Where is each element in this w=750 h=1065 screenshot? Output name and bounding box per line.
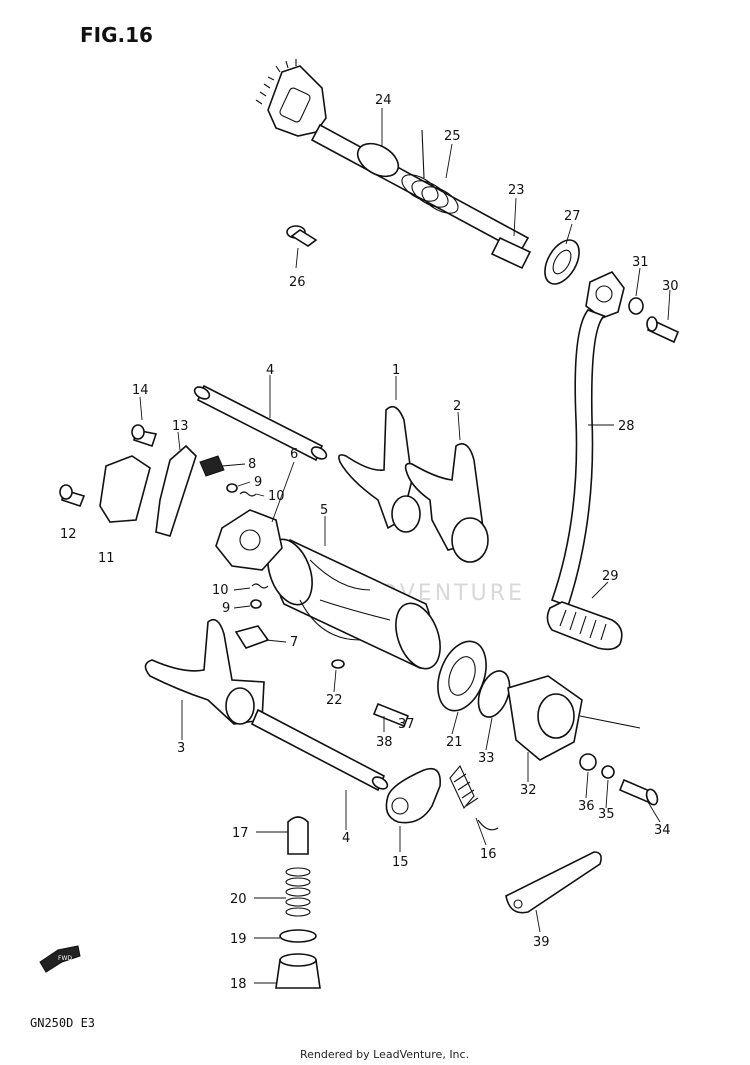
shift-fork-3: [144, 618, 265, 725]
part-label-29: 29: [602, 569, 619, 584]
part-label-15: 15: [392, 855, 409, 870]
part-label-38: 38: [376, 735, 393, 750]
part-label-19: 19: [230, 932, 247, 947]
oring-33: [477, 670, 511, 718]
part-label-11: 11: [98, 551, 115, 566]
part-label-28: 28: [618, 419, 635, 434]
washer-35: [601, 765, 615, 779]
fork-shaft-upper: [193, 384, 328, 462]
part-label-39: 39: [533, 935, 550, 950]
bolt-washers-34-35-36: [579, 753, 659, 806]
part-label-4-lower: 4: [342, 831, 350, 846]
kick-lever-assembly: [546, 271, 680, 651]
part-label-35: 35: [598, 807, 615, 822]
kick-lever-arm: [550, 309, 606, 608]
plate-13: [155, 444, 197, 537]
part-label-27: 27: [564, 209, 581, 224]
gear-teeth: [255, 59, 297, 105]
part-label-24: 24: [375, 93, 392, 108]
part-label-16: 16: [480, 847, 497, 862]
part-label-9-upper: 9: [254, 475, 262, 490]
shift-fork-2: [404, 443, 489, 563]
part-label-2: 2: [453, 399, 461, 414]
spring-10: [239, 491, 257, 497]
part-label-17: 17: [232, 826, 249, 841]
kick-pedal-rubber: [546, 601, 623, 651]
part-label-26: 26: [289, 275, 306, 290]
part-label-5: 5: [320, 503, 328, 518]
leader-lines: [139, 108, 671, 984]
plate-11: [99, 455, 151, 523]
part-label-20: 20: [230, 892, 247, 907]
shaft-collar: [356, 142, 400, 178]
part-label-8: 8: [248, 457, 256, 472]
oil-seal: [544, 239, 580, 285]
part-label-4-upper: 4: [266, 363, 274, 378]
part-label-9-lower: 9: [222, 601, 230, 616]
part-label-37: 37: [398, 717, 415, 732]
detent-spring-20: [285, 867, 311, 917]
part-label-7: 7: [290, 635, 298, 650]
render-credit: Rendered by LeadVenture, Inc.: [300, 1048, 469, 1061]
pin-38: [372, 702, 410, 728]
part-label-23: 23: [508, 183, 525, 198]
part-label-10-lower: 10: [212, 583, 229, 598]
kick-spring: [401, 129, 459, 214]
detent-plunger-17: [287, 816, 309, 855]
part-label-22: 22: [326, 693, 343, 708]
model-code: GN250D E3: [30, 1016, 95, 1030]
part-label-10-upper: 10: [268, 489, 285, 504]
part-label-6: 6: [290, 447, 298, 462]
part-label-3: 3: [177, 741, 185, 756]
part-label-36: 36: [578, 799, 595, 814]
gearshift-housing-32: [507, 675, 641, 761]
washer-19: [279, 929, 317, 943]
part-label-12: 12: [60, 527, 77, 542]
pin-9: [226, 483, 238, 493]
washer-36: [579, 753, 597, 771]
gearshift-cam: [267, 538, 441, 670]
detent-assembly: [275, 816, 321, 989]
bracket-39: [505, 851, 602, 914]
washer-31: [628, 297, 644, 315]
part-label-34: 34: [654, 823, 671, 838]
pin-22: [331, 659, 345, 669]
fork-shaft-lower: [250, 708, 389, 792]
kick-starter-assembly: [255, 59, 580, 285]
return-spring-16: [449, 764, 499, 831]
gearshift-arm-15: [385, 767, 441, 824]
ratchet-gear: [267, 65, 327, 137]
gear-slot: [279, 87, 311, 123]
bolt-26: [286, 225, 318, 247]
part-label-21: 21: [446, 735, 463, 750]
spring-10b: [251, 583, 269, 589]
shaft-bush: [490, 236, 532, 270]
plate-7: [234, 625, 270, 649]
part-label-33: 33: [478, 751, 495, 766]
cam-guide-plates: [59, 424, 197, 537]
part-label-31: 31: [632, 255, 649, 270]
part-label-1: 1: [392, 363, 400, 378]
part-label-25: 25: [444, 129, 461, 144]
cam-stopper: [215, 509, 283, 571]
part-label-14: 14: [132, 383, 149, 398]
shift-fork-1: [338, 405, 421, 533]
part-label-18: 18: [230, 977, 247, 992]
pin-8: [199, 455, 225, 477]
part-label-32: 32: [520, 783, 537, 798]
pin-9b: [250, 599, 262, 609]
figure-title: FIG.16: [80, 23, 153, 47]
small-pins: [199, 455, 410, 728]
kick-shaft: [310, 123, 530, 254]
part-label-13: 13: [172, 419, 189, 434]
lever-boss: [585, 271, 625, 319]
part-labels: 24 25 23 27 31 30 26 28 29 4 1 2 14 13 8…: [60, 93, 679, 992]
fwd-arrow-text: FWD: [58, 955, 72, 962]
part-label-30: 30: [662, 279, 679, 294]
fwd-arrow-icon: FWD: [39, 945, 81, 973]
